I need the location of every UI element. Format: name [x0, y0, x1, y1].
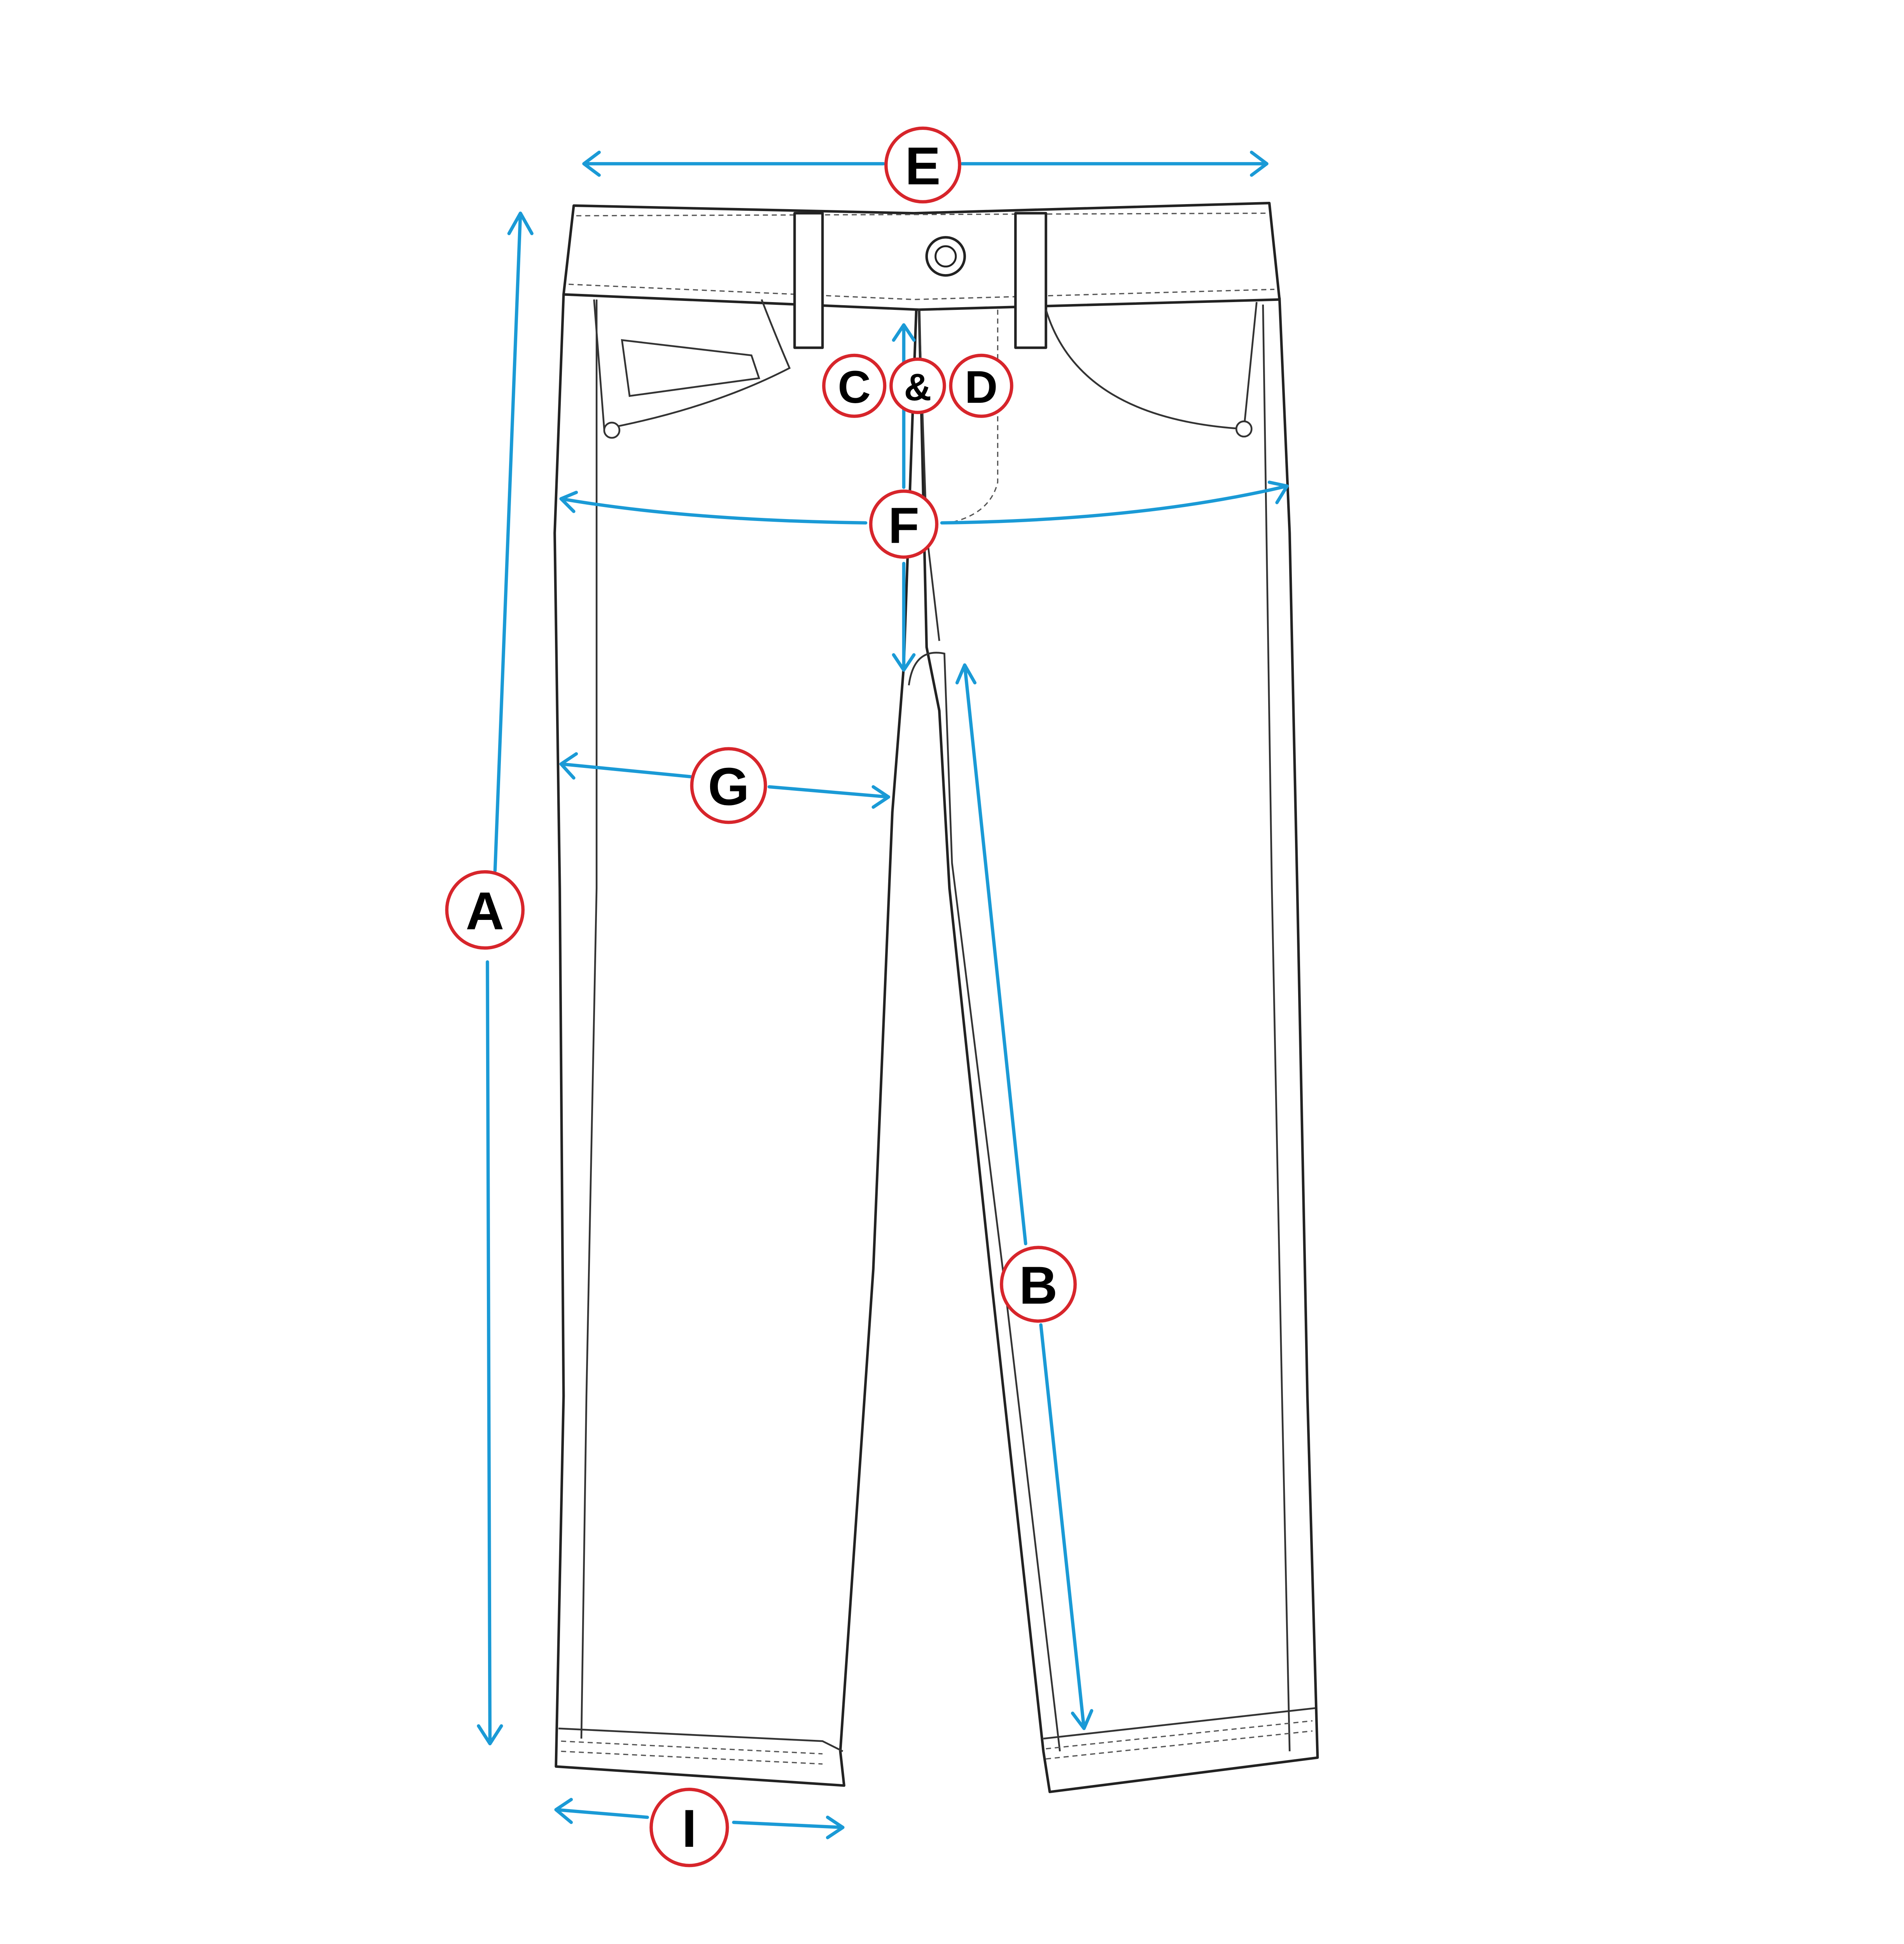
badge-g: G — [690, 747, 767, 824]
badge-i: I — [649, 1788, 729, 1867]
label-d: D — [965, 362, 998, 413]
badge-f: F — [869, 489, 939, 559]
belt-loop — [793, 212, 824, 349]
arrow-b — [955, 663, 1094, 1730]
arrow-f — [559, 481, 1289, 525]
left-cuff — [558, 1727, 844, 1752]
label-g: G — [708, 757, 749, 816]
label-e: E — [905, 136, 940, 196]
right-leg — [917, 297, 1319, 1794]
waistband — [562, 202, 1281, 311]
left-pocket — [593, 299, 791, 430]
badge-a: A — [445, 870, 525, 950]
arrow-a — [477, 212, 534, 1746]
label-c: C — [838, 362, 871, 413]
measurement-arrows — [477, 150, 1289, 1839]
button — [925, 236, 966, 277]
right-cuff — [1043, 1707, 1315, 1739]
badge-b: B — [1000, 1246, 1077, 1323]
pants-illustration — [553, 202, 1319, 1794]
badge-amp: & — [889, 357, 946, 414]
right-pocket — [1045, 302, 1258, 430]
left-leg — [553, 293, 918, 1787]
label-i: I — [682, 1799, 696, 1858]
belt-loop — [1014, 212, 1047, 349]
arrow-i — [554, 1798, 845, 1839]
arrow-e — [582, 150, 1269, 177]
label-a: A — [466, 881, 504, 941]
label-b: B — [1019, 1256, 1057, 1315]
badge-d: D — [949, 353, 1013, 418]
badge-e: E — [884, 126, 961, 204]
arrow-g — [559, 752, 891, 809]
label-ampersand: & — [904, 366, 932, 409]
badge-c: C — [822, 353, 887, 418]
label-f: F — [888, 497, 919, 554]
